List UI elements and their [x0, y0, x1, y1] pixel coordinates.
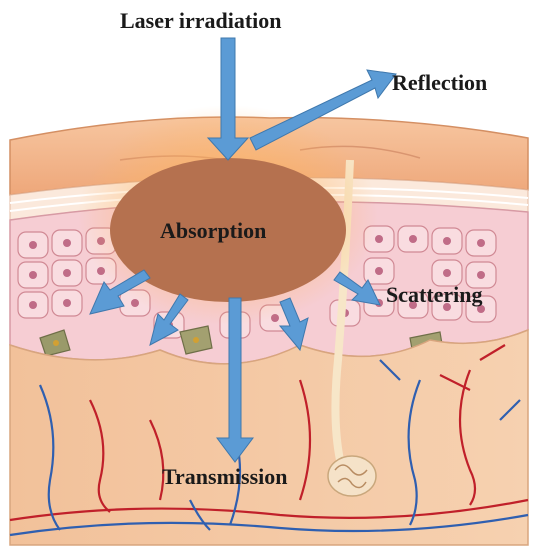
laser-arrow: [208, 38, 248, 160]
label-laser-irradiation: Laser irradiation: [120, 8, 282, 33]
label-absorption: Absorption: [160, 218, 266, 243]
label-scattering: Scattering: [386, 282, 483, 307]
sweat-gland: [328, 456, 376, 496]
label-reflection: Reflection: [392, 70, 487, 95]
label-transmission: Transmission: [162, 464, 288, 489]
